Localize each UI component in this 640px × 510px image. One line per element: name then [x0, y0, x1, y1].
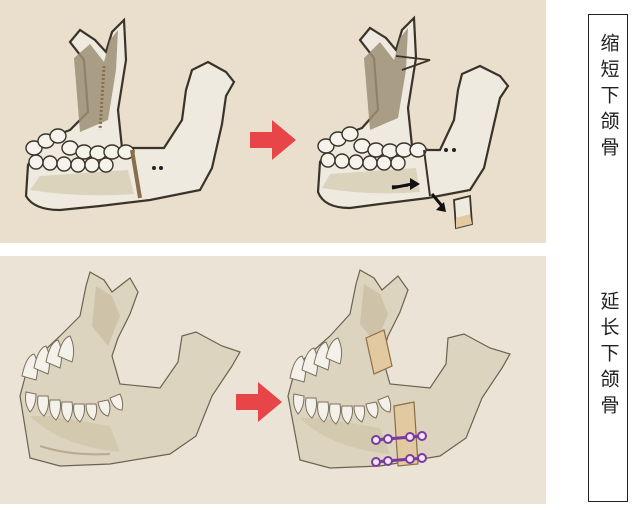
shortening-illustration [24, 15, 510, 230]
lower-teeth [320, 152, 406, 171]
osteotomy-cut-line [130, 149, 142, 199]
mandible-after-shortening [316, 15, 510, 230]
mandible-before-shortening [24, 17, 236, 212]
upper-teeth [289, 337, 343, 383]
lower-teeth [25, 391, 124, 423]
bone-graft-upper [365, 329, 393, 375]
label-lengthen-mandible: 延长下颌骨 [597, 291, 620, 421]
fixation-plate-icon [371, 431, 427, 467]
shortening-panel [0, 0, 546, 243]
upper-teeth [21, 335, 75, 381]
right-arrow-icon [250, 120, 296, 160]
mandible-after-lengthening [287, 269, 511, 469]
upper-teeth [25, 128, 135, 161]
procedure-label-box: 缩短下颌骨 延长下颌骨 [588, 14, 628, 502]
label-shorten-mandible: 缩短下颌骨 [597, 33, 620, 163]
lower-teeth [293, 393, 392, 425]
mandible-before-lengthening [19, 271, 241, 467]
arrow-icon [391, 182, 413, 190]
right-arrow-icon [236, 382, 282, 422]
lengthening-panel [0, 256, 546, 504]
lower-teeth [28, 154, 114, 173]
upper-teeth [317, 126, 427, 159]
lengthening-illustration [19, 269, 511, 469]
